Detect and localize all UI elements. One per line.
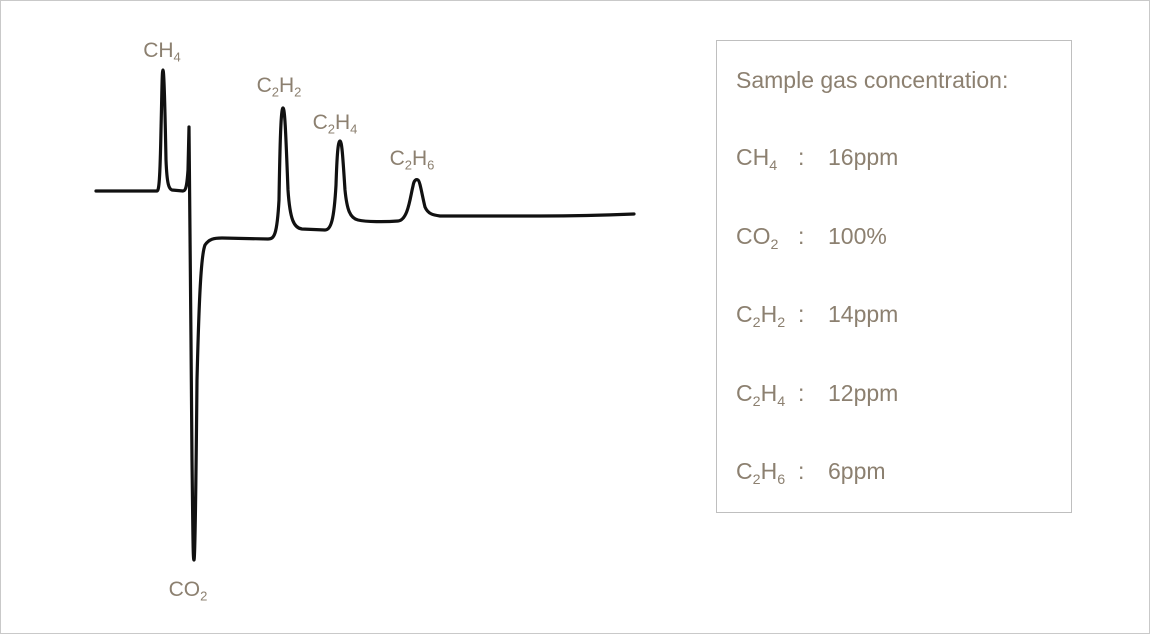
legend-gas-name: C2H6 [736, 458, 786, 488]
legend-value: 12ppm [828, 380, 899, 406]
legend-value: 14ppm [828, 301, 899, 327]
legend-value: 100% [828, 223, 887, 249]
legend-separator: : [798, 223, 805, 249]
legend-separator: : [798, 458, 805, 484]
legend-title: Sample gas concentration: [736, 67, 1009, 93]
legend-separator: : [798, 380, 805, 406]
chromatogram-trace [94, 68, 636, 562]
legend-gas-name: C2H4 [736, 380, 786, 410]
legend-item-c2h2: C2H2:14ppm [736, 301, 899, 331]
legend-item-c2h4: C2H4:12ppm [736, 380, 899, 410]
legend-separator: : [798, 144, 805, 170]
legend-gas-name: CO2 [736, 223, 779, 253]
peak-label-c2h2: C2H2 [256, 74, 302, 100]
legend-separator: : [798, 301, 805, 327]
legend-value: 6ppm [828, 458, 886, 484]
legend-item-c2h6: C2H6:6ppm [736, 458, 886, 488]
concentration-legend: Sample gas concentration: CH4:16ppm CO2:… [716, 40, 1072, 513]
legend-item-ch4: CH4:16ppm [736, 144, 899, 174]
legend-gas-name: C2H2 [736, 301, 786, 331]
peak-label-ch4: CH4 [143, 39, 181, 65]
legend-value: 16ppm [828, 144, 899, 170]
legend-item-co2: CO2:100% [736, 223, 887, 253]
legend-gas-name: CH4 [736, 144, 778, 174]
peak-label-c2h6: C2H6 [389, 147, 435, 173]
peak-label-co2: CO2 [168, 578, 208, 604]
peak-label-c2h4: C2H4 [312, 111, 358, 137]
